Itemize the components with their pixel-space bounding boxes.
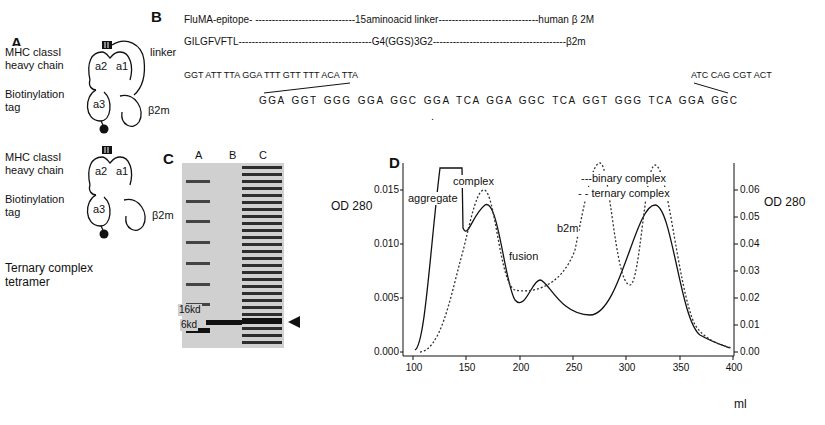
axis-frame	[403, 163, 734, 356]
epitope-mark	[105, 42, 108, 48]
linker-line	[112, 41, 145, 95]
part-name: MHC classI heavy chain	[4, 46, 72, 71]
construct-map: GILGFVFTL-------------------------------…	[183, 36, 587, 48]
axis-tick: 100	[399, 362, 429, 374]
molecule-ternary	[87, 157, 145, 230]
part-name: MHC classI heavy chain	[4, 151, 72, 176]
biotin-dot	[100, 230, 109, 239]
leader-line	[264, 83, 350, 93]
part-name: Biotinylation tag	[4, 88, 78, 113]
axis-tick: 0.005	[368, 292, 400, 304]
axis-ticks	[734, 190, 738, 352]
axis-tick: 0.015	[368, 184, 400, 196]
axis-tick: 0.00	[739, 346, 760, 358]
dna-sequence: GGT ATT TTA GGA TTT GTT TTT ACA TTA	[183, 70, 359, 80]
leader-line	[694, 83, 728, 93]
axis-tick: 0.01	[739, 319, 760, 331]
axis-tick: 300	[612, 362, 642, 374]
lane-label: B	[228, 149, 237, 162]
heavy-chain-link	[89, 80, 96, 90]
panel-letter: C	[162, 150, 175, 167]
axis-tick: 0.05	[739, 211, 760, 223]
gel-band	[186, 220, 210, 223]
construct-name: Ternary complex tetramer	[4, 262, 106, 290]
heavy-chain-a1a2	[89, 52, 132, 80]
axis-tick: 0.06	[739, 184, 760, 196]
binary-trace	[420, 163, 732, 352]
heavy-chain-a1a2	[89, 157, 132, 185]
construct-map: FluMA-epitope- -------------------------…	[183, 14, 595, 26]
axis-tick: 350	[666, 362, 696, 374]
axis-title: OD 280	[763, 196, 806, 210]
heavy-chain-link	[89, 185, 96, 195]
axis-tick: 200	[506, 362, 536, 374]
gel-band	[186, 283, 210, 286]
gel-band	[186, 262, 210, 265]
dna-sequence: ATC CAG CGT ACT	[690, 70, 773, 80]
axis-tick: 0.000	[368, 346, 400, 358]
axis-tick: 0.03	[739, 265, 760, 277]
part-name: Biotinylation tag	[4, 193, 78, 218]
b2m-domain	[124, 199, 145, 230]
axis-tick: 250	[559, 362, 589, 374]
tag-stem	[101, 226, 103, 230]
biotin-dot	[100, 125, 109, 134]
domain-label: a1	[115, 60, 129, 73]
heavy-chain-a3	[87, 195, 110, 226]
domain-label: a2	[94, 60, 108, 73]
note-mark: .	[430, 110, 435, 123]
legend-entry: - - ternary complex	[577, 187, 671, 200]
peak-label: aggregate	[407, 192, 459, 205]
lane-label: A	[194, 149, 203, 162]
part-name: linker	[149, 46, 177, 59]
gel-band	[186, 180, 210, 183]
axis-tick: 150	[452, 362, 482, 374]
peak-label: complex	[452, 175, 495, 188]
epitope-mark	[102, 41, 112, 49]
size-marker: 6kd	[180, 319, 198, 331]
tag-stem	[101, 121, 103, 125]
peak-label: b2m	[556, 222, 579, 235]
legend-entry: ---binary complex	[580, 172, 667, 185]
axis-tick: 0.04	[739, 238, 760, 250]
dna-sequence: GGA GGT GGG GGA GGC GGA TCA GGA GGC TCA …	[258, 95, 740, 107]
size-marker: 16kd	[178, 304, 202, 316]
chart-axes	[399, 163, 738, 360]
panel-letter: B	[150, 8, 163, 25]
lane-label: C	[258, 149, 268, 162]
axis-title: OD 280	[330, 200, 373, 214]
panel-letter: D	[388, 154, 401, 171]
domain-label: a3	[92, 203, 106, 216]
peak-label: fusion	[508, 250, 539, 263]
gel-band	[186, 200, 210, 203]
domain-label: a1	[115, 165, 129, 178]
ternary-trace	[415, 168, 730, 350]
domain-label: β2m	[147, 104, 171, 117]
arrow-marker	[288, 316, 300, 328]
b2m-domain	[120, 95, 141, 126]
domain-label: a2	[94, 165, 108, 178]
gel-band	[206, 320, 242, 325]
axis-tick: 0.02	[739, 292, 760, 304]
domain-label: β2m	[151, 209, 175, 222]
gel-band	[186, 241, 210, 244]
epitope-mark	[105, 147, 108, 153]
domain-label: a3	[92, 98, 106, 111]
axis-ticks	[413, 356, 733, 360]
axis-title: ml	[733, 398, 748, 412]
molecule-fusion	[87, 41, 144, 126]
axis-tick: 400	[719, 362, 749, 374]
axis-ticks	[399, 190, 403, 352]
lysate-lane	[242, 166, 282, 344]
axis-tick: 0.010	[368, 238, 400, 250]
gel-band	[242, 318, 282, 324]
epitope-mark	[102, 146, 112, 154]
heavy-chain-a3	[87, 90, 110, 121]
